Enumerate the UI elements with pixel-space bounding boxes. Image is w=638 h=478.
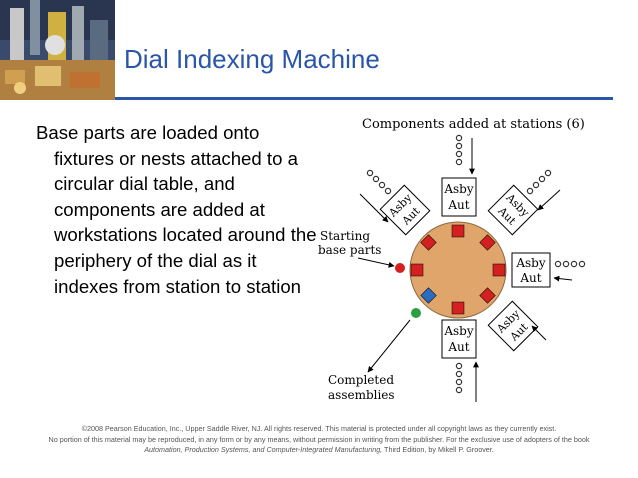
footer-line-1: ©2008 Pearson Education, Inc., Upper Sad… <box>81 424 557 433</box>
start-label-1: Starting <box>320 229 370 243</box>
svg-text:Asby: Asby <box>443 324 474 338</box>
fixture-top-left <box>420 234 437 251</box>
feed-top-left <box>366 169 392 195</box>
station-bottom: Asby Aut <box>441 319 477 359</box>
fixture-bottom <box>451 301 465 315</box>
dial-diagram: Components added at stations (6) Startin… <box>318 117 586 402</box>
title-underline <box>115 97 613 100</box>
svg-text:Aut: Aut <box>519 271 541 285</box>
end-label-2: assemblies <box>328 388 395 402</box>
book-edition: Third Edition, by Mikell P. Groover. <box>382 445 494 454</box>
fixture-bottom-right <box>479 287 496 304</box>
footer-line-2: No portion of this material may be repro… <box>48 434 590 444</box>
feed-top-right <box>526 169 552 195</box>
feed-top <box>455 134 463 166</box>
feed-bottom <box>455 362 463 394</box>
book-title: Automation, Production Systems, and Comp… <box>144 445 383 454</box>
completed-part <box>411 308 421 318</box>
end-arrow <box>367 319 411 373</box>
feed-right <box>554 260 586 268</box>
svg-text:Asby: Asby <box>443 182 474 196</box>
bullet-text: Base parts are loaded onto fixtures or n… <box>36 122 317 297</box>
fixture-right <box>492 263 506 277</box>
arrow-bottom-right <box>531 325 547 341</box>
fixture-top <box>451 224 465 238</box>
fixture-top-right <box>479 234 496 251</box>
fixture-bottom-left <box>420 287 437 304</box>
svg-text:Aut: Aut <box>447 340 469 354</box>
slide-title: Dial Indexing Machine <box>124 44 380 74</box>
end-label-1: Completed <box>328 373 394 387</box>
station-bottom-right: Asby Aut <box>487 300 539 352</box>
arrow-right <box>553 275 573 282</box>
svg-text:Asby: Asby <box>515 256 546 270</box>
station-top-right: Asby Aut <box>487 184 539 236</box>
arrow-top-right <box>537 189 561 211</box>
header-photo <box>0 0 115 100</box>
station-right: Asby Aut <box>511 252 551 288</box>
fixture-left <box>410 263 424 277</box>
arrow-top-left <box>359 193 389 223</box>
components-label: Components added at stations (6) <box>362 117 585 132</box>
copyright-footer: ©2008 Pearson Education, Inc., Upper Sad… <box>0 424 638 456</box>
start-arrow <box>357 257 395 268</box>
start-label-2: base parts <box>318 243 381 257</box>
footer-line-3: Automation, Production Systems, and Comp… <box>0 445 638 456</box>
svg-text:Aut: Aut <box>447 198 469 212</box>
station-top: Asby Aut <box>441 177 477 217</box>
starting-part <box>395 263 405 273</box>
